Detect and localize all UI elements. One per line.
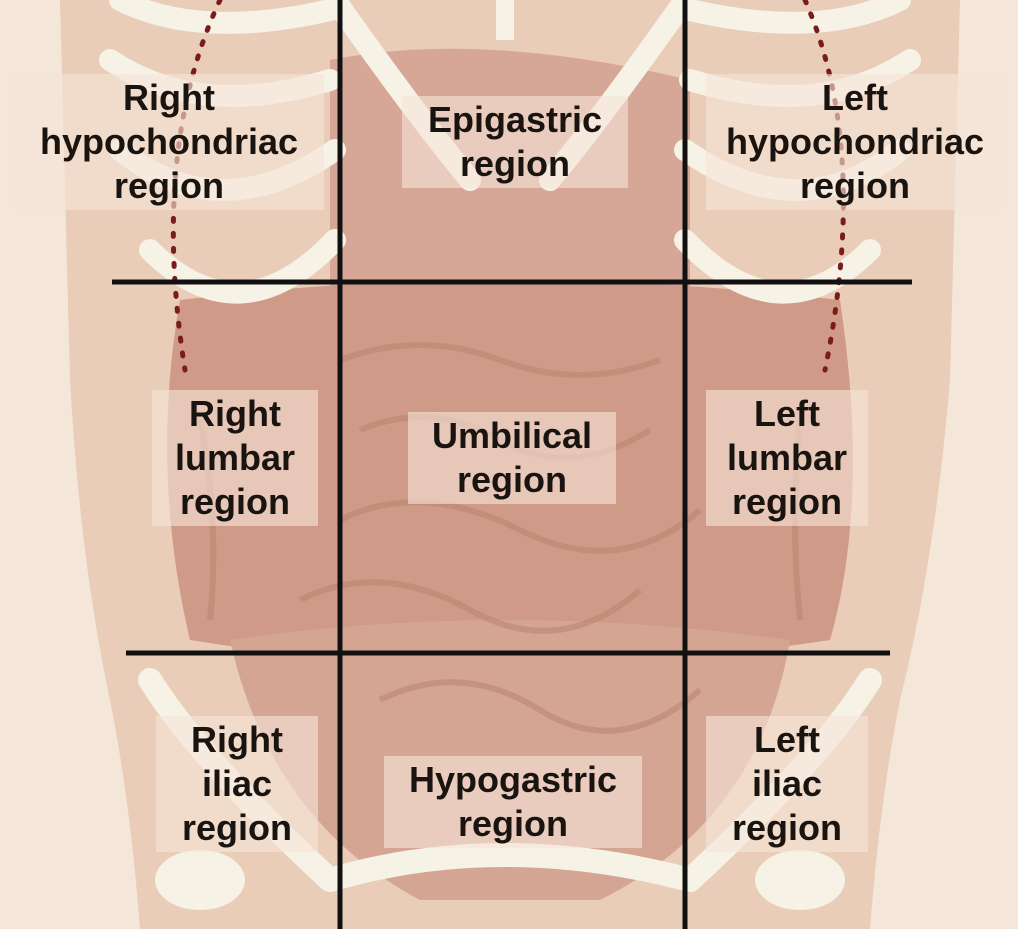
right-lumbar-label: Right lumbar region	[152, 390, 318, 526]
hypogastric-label: Hypogastric region	[384, 756, 642, 848]
left-iliac-label: Left iliac region	[706, 716, 868, 852]
region-grid	[112, 0, 912, 929]
right-hypochondriac-label: Right hypochondriac region	[14, 74, 324, 210]
left-hip-bone	[755, 850, 845, 910]
epigastric-label: Epigastric region	[402, 96, 628, 188]
right-costal-dotted-line	[170, 0, 223, 373]
right-hip-bone	[155, 850, 245, 910]
umbilical-label: Umbilical region	[408, 412, 616, 504]
right-iliac-label: Right iliac region	[156, 716, 318, 852]
left-lumbar-label: Left lumbar region	[706, 390, 868, 526]
left-hypochondriac-label: Left hypochondriac region	[706, 74, 1004, 210]
left-costal-dotted-line	[802, 0, 846, 373]
